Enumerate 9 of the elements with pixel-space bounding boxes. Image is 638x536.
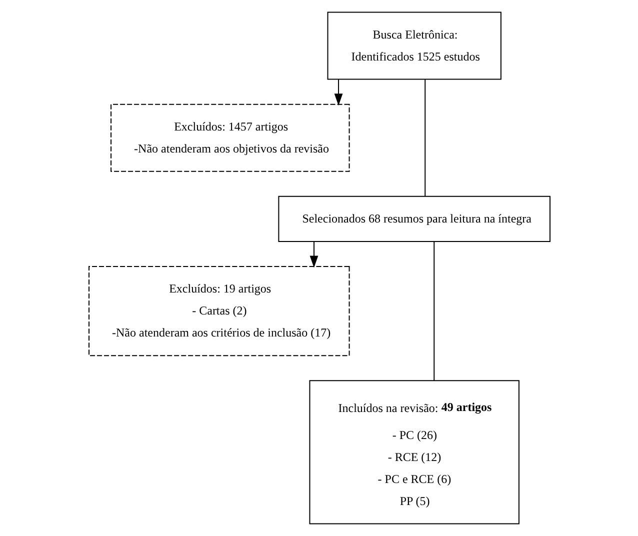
arrow [309,241,318,268]
node-box: Incluídos na revisão: 49 artigos - PC (26) - RCE (12) - PC e RCE (6) PP (5) [308,380,519,524]
node-box: Selecionados 68 resumos para leitura na íntegra [278,196,550,242]
node-box: Excluídos: 19 artigos - Cartas (2) -Não atenderam aos critérios de inclusão (17) [88,266,350,356]
node-box: Busca Eletrônica: Identificados 1525 estudos [326,12,501,80]
node-box: Excluídos: 1457 artigos -Não atenderam aos objetivos da revisão [110,104,350,172]
connector [433,241,434,381]
arrow [334,79,342,106]
connector [424,79,426,197]
